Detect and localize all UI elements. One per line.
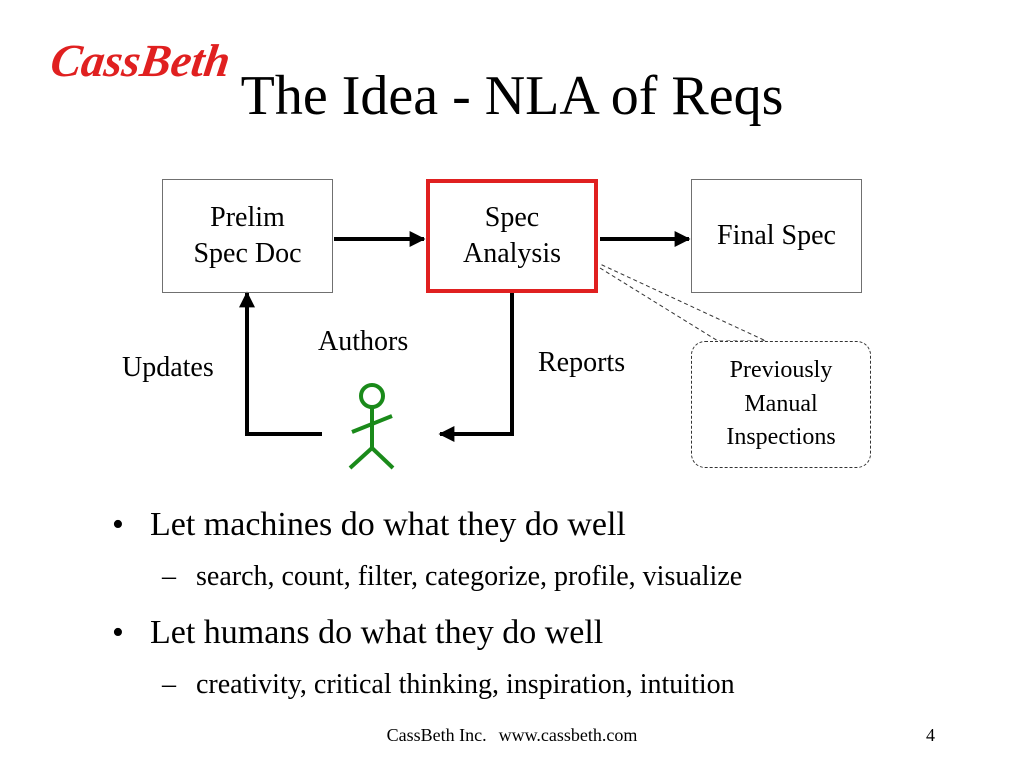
prelim-box-line2: Spec Doc [193, 238, 302, 269]
arrow-updates [239, 291, 322, 436]
analysis-box-line2: Analysis [463, 238, 561, 269]
callout-line2: Manual [744, 390, 818, 417]
slide-title: The Idea - NLA of Reqs [240, 65, 784, 127]
prelim-spec-doc-box: Prelim Spec Doc [162, 179, 333, 293]
stick-figure-icon [348, 383, 395, 470]
sub-bullet-item: – search, count, filter, categorize, pro… [112, 560, 992, 594]
reports-label: Reports [538, 347, 626, 378]
final-box-label: Final Spec [717, 219, 836, 251]
callout-line3: Inspections [726, 424, 836, 451]
svg-text:CassBeth: CassBeth [52, 35, 234, 86]
bullet-marker: • [112, 614, 124, 652]
analysis-box-line1: Spec [484, 201, 540, 233]
sub-bullet-text: creativity, critical thinking, inspirati… [196, 669, 735, 701]
bullet-item: • Let machines do what they do well [112, 505, 992, 546]
final-spec-box: Final Spec [691, 179, 862, 293]
arrow-reports [438, 291, 514, 442]
dash-marker: – [162, 669, 176, 701]
sub-bullet-item: – creativity, critical thinking, inspira… [112, 668, 992, 702]
callout-line1: Previously [729, 357, 833, 384]
footer-url: www.cassbeth.com [498, 725, 638, 745]
page-number: 4 [926, 725, 935, 745]
footer-company: CassBeth Inc. [386, 725, 487, 745]
sub-bullet-text: search, count, filter, categorize, profi… [196, 560, 743, 592]
bullet-text: Let humans do what they do well [150, 614, 604, 652]
bullet-text: Let machines do what they do well [150, 506, 626, 543]
bullet-marker: • [112, 506, 124, 543]
prelim-box-line1: Prelim [210, 201, 285, 233]
footer: CassBeth Inc. www.cassbeth.com [0, 725, 1024, 746]
bullet-item: • Let humans do what they do well [112, 613, 992, 654]
updates-label: Updates [122, 352, 214, 383]
dash-marker: – [162, 560, 176, 592]
spec-analysis-box: Spec Analysis [426, 179, 598, 293]
bullet-list: • Let machines do what they do well – se… [112, 505, 992, 722]
authors-label: Authors [318, 326, 409, 357]
previously-manual-inspections-callout: Previously Manual Inspections [691, 341, 871, 468]
cassbeth-logo: CassBeth [52, 35, 234, 86]
